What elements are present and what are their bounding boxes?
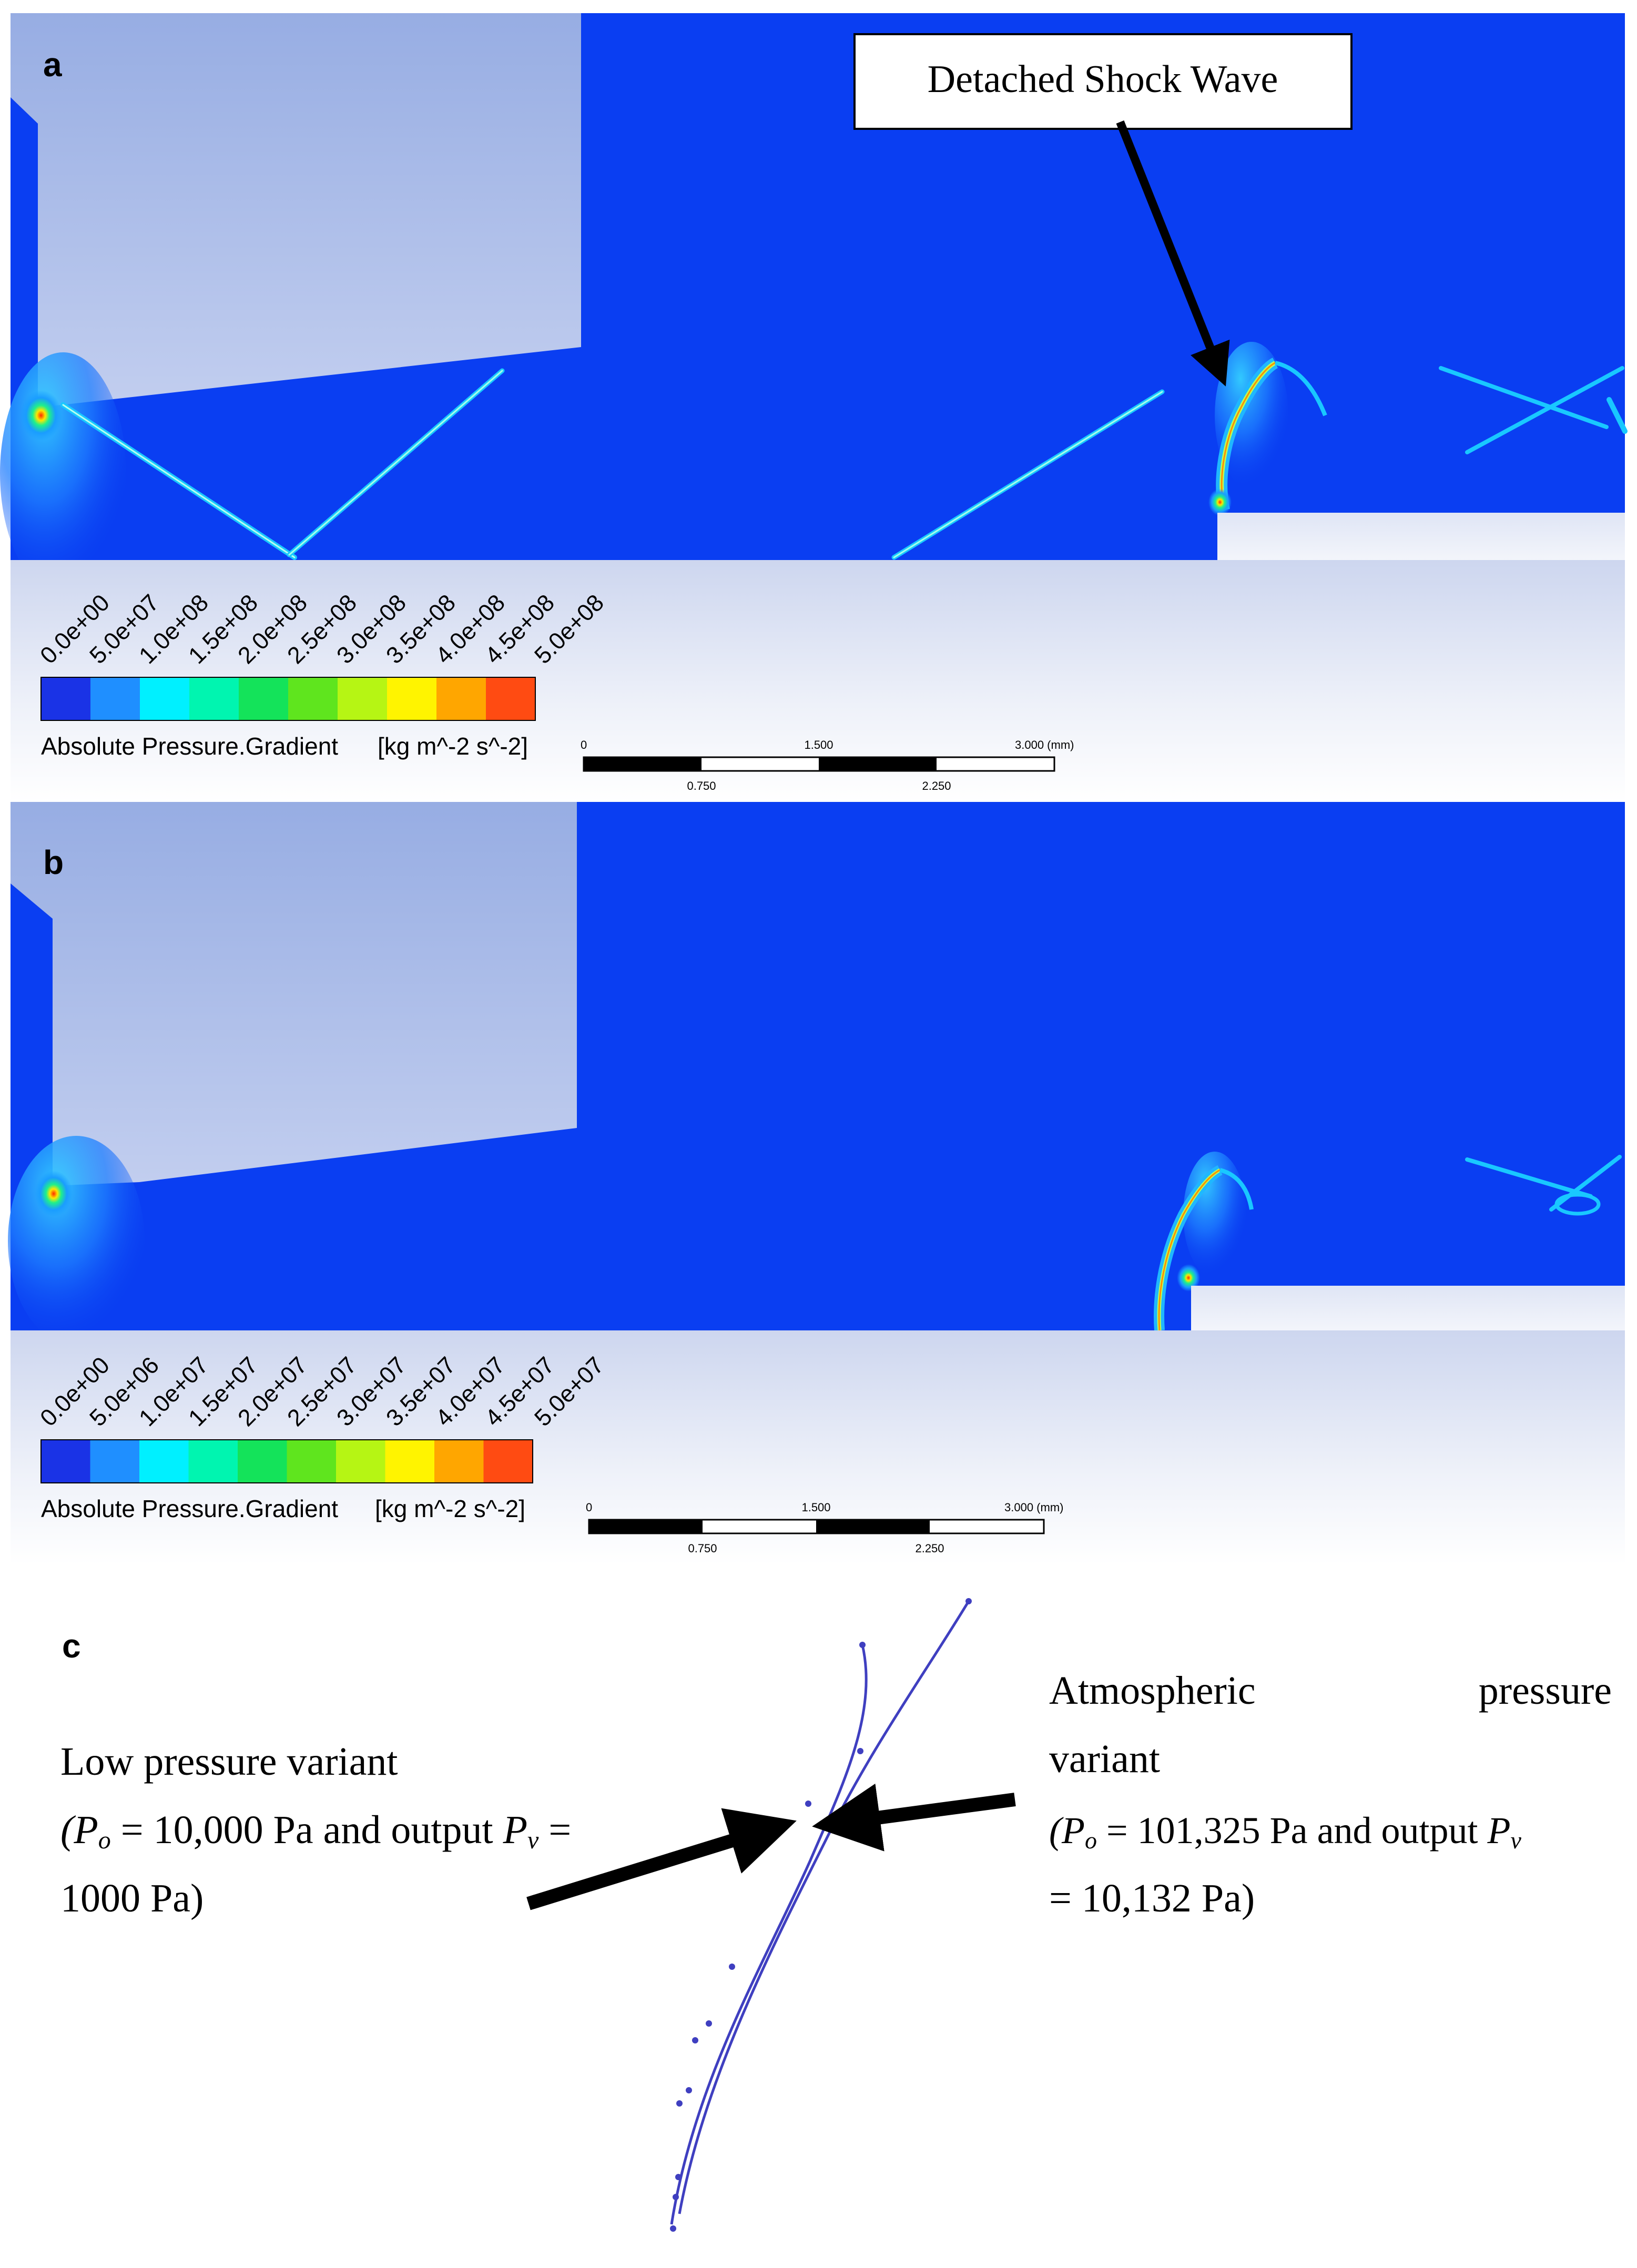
panel-b: b 0.0e+00 5.0e+06 1.0e+07 1.5e+07 2.0e+0… bbox=[8, 802, 1625, 1564]
panel-b-step-block bbox=[1191, 1286, 1625, 1330]
panel-a-annotation-box bbox=[853, 33, 1353, 130]
panel-a-scale-3000: 3.000 (mm) bbox=[1015, 738, 1074, 751]
low-pressure-curve bbox=[670, 1644, 868, 2225]
panel-a-label: a bbox=[43, 46, 62, 84]
colorbar-border bbox=[40, 1439, 533, 1483]
colorbar-swatch bbox=[41, 1440, 90, 1483]
colorbar-swatch bbox=[189, 677, 239, 720]
panel-b-inlet-solid bbox=[11, 802, 577, 1186]
panel-a: a Detached Shock Wave 0.0e+00 5.0e+07 1.… bbox=[0, 13, 1628, 802]
panel-a-legend-unit: [kg m^-2 s^-2] bbox=[378, 733, 528, 760]
panel-a-scale-bar: 0 1.500 3.000 (mm) 0.750 2.250 bbox=[581, 738, 1074, 792]
pointer-arrows bbox=[526, 1783, 1016, 1910]
colorbar-swatch bbox=[90, 677, 140, 720]
colorbar-swatch bbox=[139, 1440, 189, 1483]
panel-b-legend-colorbar bbox=[40, 1439, 533, 1483]
colorbar-swatch bbox=[436, 677, 486, 720]
panel-b-inlet-hotspot bbox=[35, 1171, 73, 1217]
panel-a-scale-0750: 0.750 bbox=[687, 779, 716, 792]
colorbar-border bbox=[40, 677, 536, 721]
panel-b-floor bbox=[11, 1330, 1625, 1564]
panel-b-legend-unit: [kg m^-2 s^-2] bbox=[375, 1495, 525, 1522]
panel-a-legend-colorbar bbox=[40, 677, 536, 721]
low-caption-line2: (Po = 10,000 Pa and output Pv = bbox=[60, 1808, 571, 1854]
panel-b-scale-0: 0 bbox=[586, 1501, 592, 1514]
colorbar-swatch bbox=[41, 677, 91, 720]
panel-a-detached-shock bbox=[1208, 342, 1327, 516]
panel-b-scale-0750: 0.750 bbox=[688, 1542, 717, 1555]
colorbar-swatch bbox=[387, 677, 437, 720]
panel-b-inlet-plume bbox=[8, 1136, 145, 1346]
panel-b-scale-3000: 3.000 (mm) bbox=[1004, 1501, 1063, 1514]
shock-curves bbox=[670, 1600, 970, 2225]
panel-a-annotation-text: Detached Shock Wave bbox=[928, 58, 1278, 101]
atmospheric-arrow bbox=[812, 1783, 1016, 1852]
low-caption-line3: 1000 Pa) bbox=[60, 1876, 204, 1920]
colorbar-swatch bbox=[287, 1440, 337, 1483]
colorbar-swatch bbox=[238, 1440, 287, 1483]
colorbar-swatch bbox=[336, 1440, 385, 1483]
panel-b-scale-1500: 1.500 bbox=[801, 1501, 830, 1514]
panel-a-inlet-solid bbox=[11, 13, 581, 408]
colorbar-swatch bbox=[188, 1440, 238, 1483]
colorbar-swatch bbox=[140, 677, 190, 720]
atm-caption-line3: (Po = 101,325 Pa and output Pv bbox=[1049, 1809, 1522, 1854]
panel-a-step-block bbox=[1217, 513, 1625, 560]
curve-points bbox=[670, 1598, 972, 2232]
panel-a-floor bbox=[11, 560, 1625, 802]
panel-b-scale-bar: 0 1.500 3.000 (mm) 0.750 2.250 bbox=[586, 1501, 1063, 1555]
colorbar-swatch bbox=[90, 1440, 140, 1483]
colorbar-swatch bbox=[434, 1440, 484, 1483]
colorbar-swatch bbox=[239, 677, 289, 720]
panel-a-scale-1500: 1.500 bbox=[804, 738, 833, 751]
atmospheric-curve bbox=[678, 1600, 970, 2214]
panel-b-oblique-shocks bbox=[1465, 1155, 1622, 1216]
atm-caption-line1a: Atmospheric bbox=[1049, 1669, 1256, 1713]
panel-a-annotation-arrow bbox=[1116, 120, 1230, 387]
colorbar-swatch bbox=[338, 677, 388, 720]
atm-caption-line4: = 10,132 Pa) bbox=[1049, 1876, 1255, 1920]
panel-a-scale-0: 0 bbox=[581, 738, 587, 751]
low-caption-line1: Low pressure variant bbox=[60, 1740, 398, 1784]
low-pressure-caption: Low pressure variant (Po = 10,000 Pa and… bbox=[60, 1740, 571, 1920]
atm-caption-line1b: pressure bbox=[1479, 1669, 1612, 1713]
panel-b-scale-2250: 2.250 bbox=[915, 1542, 944, 1555]
panel-b-label: b bbox=[43, 843, 64, 881]
panel-b-detached-shock bbox=[1154, 1152, 1254, 1331]
colorbar-swatch bbox=[288, 677, 338, 720]
colorbar-swatch bbox=[385, 1440, 435, 1483]
colorbar-swatch bbox=[483, 1440, 533, 1483]
colorbar-swatch bbox=[486, 677, 536, 720]
panel-c: c Low pressure variant (Po = 10,000 Pa a… bbox=[60, 1598, 1612, 2232]
panel-b-legend-title: Absolute Pressure.Gradient bbox=[41, 1495, 338, 1522]
low-pressure-arrow bbox=[526, 1808, 797, 1910]
panel-a-scale-2250: 2.250 bbox=[922, 779, 951, 792]
panel-c-label: c bbox=[62, 1627, 81, 1665]
atm-caption-line2: variant bbox=[1049, 1737, 1160, 1781]
panel-a-legend-title: Absolute Pressure.Gradient bbox=[41, 733, 338, 760]
panel-a-inlet-plume bbox=[0, 352, 126, 594]
atmospheric-caption: Atmospheric pressure variant (Po = 101,3… bbox=[1049, 1669, 1612, 1920]
panel-a-inlet-hotspot bbox=[20, 390, 62, 441]
panel-a-annotation: Detached Shock Wave bbox=[853, 33, 1353, 387]
panel-a-oblique-shocks bbox=[60, 366, 1628, 560]
